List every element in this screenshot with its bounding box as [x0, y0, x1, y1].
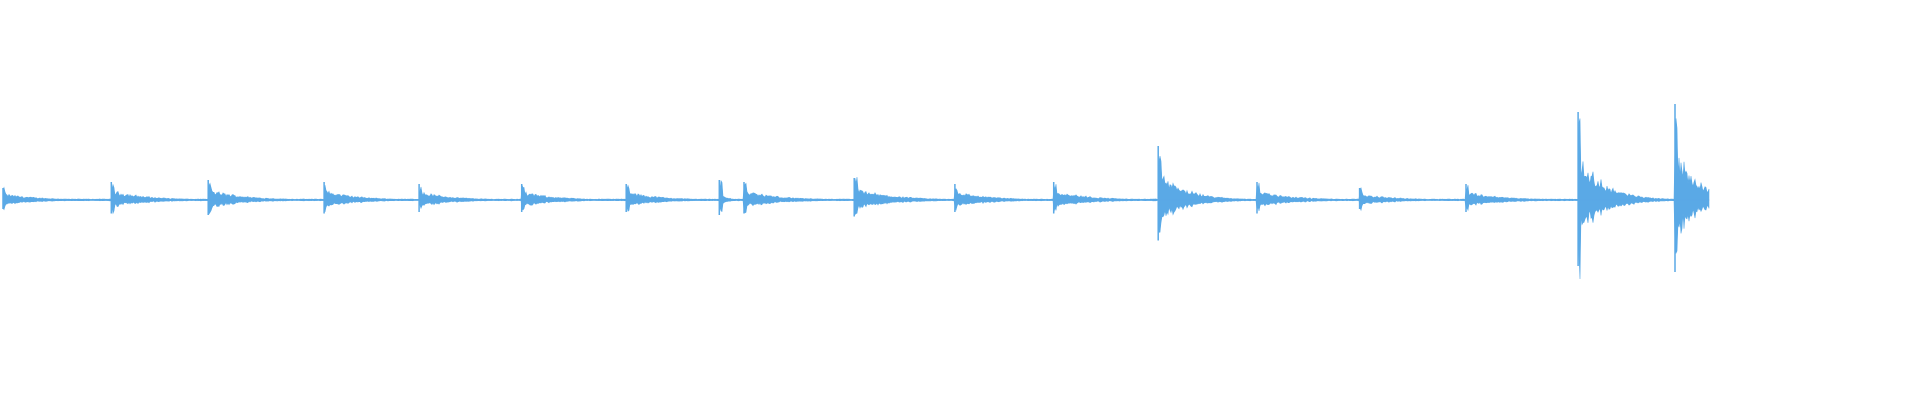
waveform-group: [2, 104, 1710, 280]
waveform-envelope: [2, 118, 1710, 280]
